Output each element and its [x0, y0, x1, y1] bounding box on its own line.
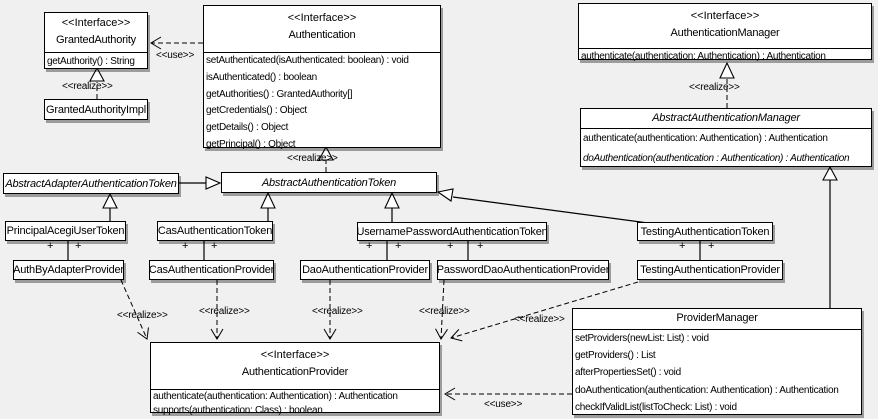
multiplicity-mark: + [447, 240, 454, 252]
multiplicity-mark: + [182, 240, 189, 252]
class-password-dao-authentication-provider[interactable]: PasswordDaoAuthenticationProvider [437, 260, 609, 280]
class-abstract-authentication-manager[interactable]: AbstractAuthenticationManager authentica… [580, 108, 872, 167]
realize-arrow [719, 61, 735, 79]
class-cas-authentication-token[interactable]: CasAuthenticationToken [157, 221, 273, 241]
generalization-arrow [260, 191, 276, 209]
class-granted-authority[interactable]: <<Interface>> GrantedAuthority getAuthor… [44, 12, 148, 69]
class-provider-manager[interactable]: ProviderManager setProviders(newList: Li… [572, 308, 862, 415]
method-label: authenticate(authentication: Authenticat… [583, 133, 828, 144]
realize-label: <<realize>> [419, 306, 470, 317]
realize-label: <<realize>> [514, 314, 565, 325]
generalization-arrow [436, 188, 454, 202]
realize-arrow [318, 145, 334, 161]
class-abstract-authentication-token[interactable]: AbstractAuthenticationToken [221, 172, 437, 193]
realize-label: <<realize>> [199, 306, 250, 317]
method-label: getPrincipal() : Object [206, 138, 296, 150]
association-lines [67, 240, 701, 260]
multiplicity-mark: + [679, 240, 686, 252]
method-label: authenticate(authentication: Authenticat… [153, 391, 398, 402]
realize-edge [450, 281, 639, 342]
generalization-arrow [822, 165, 838, 181]
method-label: getAuthorities() : GrantedAuthority[] [206, 88, 353, 100]
use-label: <<use>> [156, 50, 195, 61]
multiplicity-mark: + [708, 240, 715, 252]
realize-edge [120, 279, 149, 340]
realize-arrow [89, 66, 105, 82]
realize-label: <<realize>> [689, 82, 740, 93]
class-testing-authentication-token[interactable]: TestingAuthenticationToken [637, 222, 773, 241]
realize-edge [435, 279, 448, 340]
class-name: Authentication [288, 29, 356, 41]
class-authentication-manager[interactable]: <<Interface>> AuthenticationManager auth… [578, 3, 872, 62]
class-name: PrincipalAcegiUserToken [6, 225, 125, 237]
class-name: AbstractAdapterAuthenticationToken [5, 177, 177, 190]
class-name: AuthByAdapterProvider [13, 264, 124, 276]
class-auth-by-adapter-provider[interactable]: AuthByAdapterProvider [13, 260, 124, 280]
multiplicity-mark: + [366, 240, 373, 252]
realize-label: <<realize>> [312, 306, 363, 317]
realize-label: <<realize>> [117, 310, 168, 321]
class-granted-authority-impl[interactable]: GrantedAuthorityImpl [44, 99, 148, 120]
class-authentication-provider[interactable]: <<Interface>> AuthenticationProvider aut… [150, 342, 440, 416]
method-label: setAuthenticated(isAuthenticated: boolea… [206, 55, 409, 66]
class-name: AuthenticationProvider [241, 366, 349, 378]
class-name: PasswordDaoAuthenticationProvider [436, 264, 610, 276]
method-label: doAuthentication(authentication : Authen… [583, 152, 850, 164]
stereotype-label: <<Interface>> [61, 17, 131, 29]
class-dao-authentication-provider[interactable]: DaoAuthenticationProvider [300, 260, 430, 280]
stereotype-label: <<Interface>> [287, 12, 357, 24]
class-name: GrantedAuthority [56, 34, 136, 46]
method-label: doAuthentication(authentication: Authent… [575, 384, 839, 396]
class-name: GrantedAuthorityImpl [46, 103, 146, 116]
class-name: CasAuthenticationProvider [148, 264, 275, 276]
class-name: AbstractAuthenticationManager [652, 112, 800, 124]
generalization-arrow [205, 176, 222, 190]
multiplicity-mark: + [477, 240, 484, 252]
class-name: AbstractAuthenticationToken [261, 176, 397, 189]
class-testing-authentication-provider[interactable]: TestingAuthenticationProvider [637, 260, 783, 280]
class-name: UsernamePasswordAuthenticationToken [356, 225, 548, 238]
class-name: TestingAuthenticationToken [640, 225, 770, 238]
class-abstract-adapter-authentication-token[interactable]: AbstractAdapterAuthenticationToken [3, 173, 179, 194]
realize-label: <<realize>> [287, 153, 338, 164]
method-label: getAuthority() : String [47, 56, 135, 67]
class-name: TestingAuthenticationProvider [640, 264, 780, 276]
class-username-password-authentication-token[interactable]: UsernamePasswordAuthenticationToken [356, 222, 548, 241]
generalization-arrow [102, 192, 118, 209]
multiplicity-mark: + [395, 240, 402, 252]
multiplicity-mark: + [211, 240, 218, 252]
stereotype-label: <<Interface>> [260, 349, 330, 361]
multiplicity-mark: + [75, 240, 82, 252]
class-authentication[interactable]: <<Interface>> Authentication setAuthenti… [203, 5, 441, 150]
multiplicity-mark: + [47, 240, 54, 252]
method-label: checkIfValidList(listToCheck: List) : vo… [575, 401, 737, 413]
class-principal-acegi-user-token[interactable]: PrincipalAcegiUserToken [5, 221, 126, 241]
class-name: AuthenticationManager [670, 27, 780, 39]
generalization-arrow [384, 191, 400, 209]
method-label: authenticate(authentication: Authenticat… [581, 51, 826, 62]
method-label: supports(authentication: Class) : boolea… [153, 405, 323, 416]
class-name: CasAuthenticationToken [157, 225, 273, 237]
method-label: isAuthenticated() : boolean [206, 71, 317, 83]
method-label: getProviders() : List [575, 350, 656, 362]
class-name: ProviderManager [676, 312, 758, 324]
class-cas-authentication-provider[interactable]: CasAuthenticationProvider [149, 260, 274, 280]
method-label: getDetails() : Object [206, 122, 289, 134]
stereotype-label: <<Interface>> [690, 10, 760, 22]
realize-label: <<realize>> [62, 81, 113, 92]
method-label: getCredentials() : Object [206, 105, 307, 117]
use-label: <<use>> [484, 399, 523, 410]
method-label: afterPropertiesSet() : void [575, 367, 681, 379]
method-label: setProviders(newList: List) : void [575, 333, 709, 344]
class-name: DaoAuthenticationProvider [302, 264, 428, 276]
